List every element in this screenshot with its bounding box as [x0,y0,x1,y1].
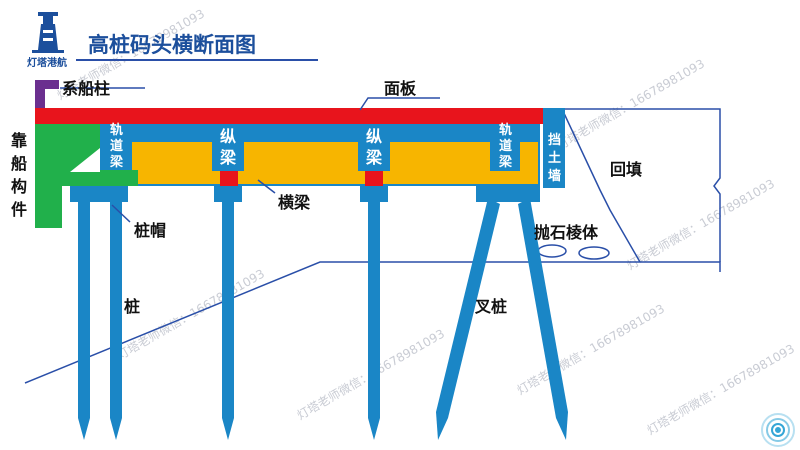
svg-text:构: 构 [11,177,27,196]
label-pile: 桩 [124,297,140,316]
svg-text:轨: 轨 [499,122,512,138]
label-riprap: 抛石棱体 [534,223,599,242]
label-batter-pile: 叉桩 [474,297,507,316]
pile-cap [70,186,128,202]
page-title: 高桩码头横断面图 [88,33,256,57]
pile-cap [360,186,388,202]
svg-text:靠: 靠 [11,131,27,150]
label-backfill: 回填 [610,160,642,179]
deck-slab [35,108,543,124]
fender-lower-block [100,170,138,186]
backfill-outline [540,108,721,263]
label-crane-beam-left: 轨 道 梁 [109,122,124,170]
label-deck: 面板 [384,79,417,98]
deck-leader [359,97,440,111]
label-longitudinal-beam-1: 纵 梁 [219,127,237,167]
watermark: 灯塔老师微信：16678981093 [515,301,667,397]
retaining-wall [543,108,565,188]
pile [78,200,90,440]
label-pile-cap: 桩帽 [134,221,166,240]
label-crane-beam-right: 轨 道 梁 [498,122,513,170]
longitudinal-beams [132,142,538,171]
svg-text:梁: 梁 [365,148,383,167]
pile-cap [214,186,242,202]
watermark: 灯塔老师微信：16678981093 [625,176,777,272]
transverse-beam-fill [102,171,538,184]
svg-text:墙: 墙 [548,168,561,184]
svg-text:道: 道 [499,138,512,154]
watermark: 灯塔老师微信：16678981093 [645,341,797,437]
logo-text: 灯塔港航 [27,56,67,69]
svg-text:梁: 梁 [219,148,237,167]
svg-text:土: 土 [548,150,561,166]
transverse-beam-leader [257,179,276,194]
pile-caps [70,186,540,202]
svg-text:梁: 梁 [109,154,124,170]
svg-text:船: 船 [11,154,27,173]
lighthouse-icon [32,12,64,53]
mooring-post [35,80,45,108]
logo: 灯塔港航 [27,12,67,69]
label-retaining-wall: 挡 土 墙 [548,132,561,184]
label-longitudinal-beam-2: 纵 梁 [365,127,383,167]
label-fender: 靠 船 构 件 [11,131,27,219]
riprap-stone [537,244,567,258]
riprap-stone [578,246,610,260]
svg-text:件: 件 [11,200,27,219]
piles [78,198,568,440]
beam-joint [220,171,238,186]
batter-pile [436,198,500,440]
svg-text:纵: 纵 [220,127,236,146]
beam-joint [365,171,383,186]
corner-swirl-icon [761,413,795,447]
seabed-lines [24,261,721,384]
label-mooring-post: 系船柱 [62,79,110,98]
pile [222,200,234,440]
pile-cap-leader [111,204,131,223]
pile [368,200,380,440]
svg-text:梁: 梁 [498,154,513,170]
svg-text:挡: 挡 [548,132,561,148]
pile [110,200,122,440]
seabed-line [24,261,721,384]
mooring-post-head [35,80,59,89]
watermark: 灯塔老师微信：16678981093 [555,56,707,152]
fender-structure [35,124,100,228]
pile-cap [476,186,540,202]
svg-text:轨: 轨 [110,122,123,138]
svg-text:纵: 纵 [366,127,382,146]
batter-pile [518,198,568,440]
label-transverse-beam: 横梁 [278,193,311,212]
svg-text:道: 道 [110,138,123,154]
